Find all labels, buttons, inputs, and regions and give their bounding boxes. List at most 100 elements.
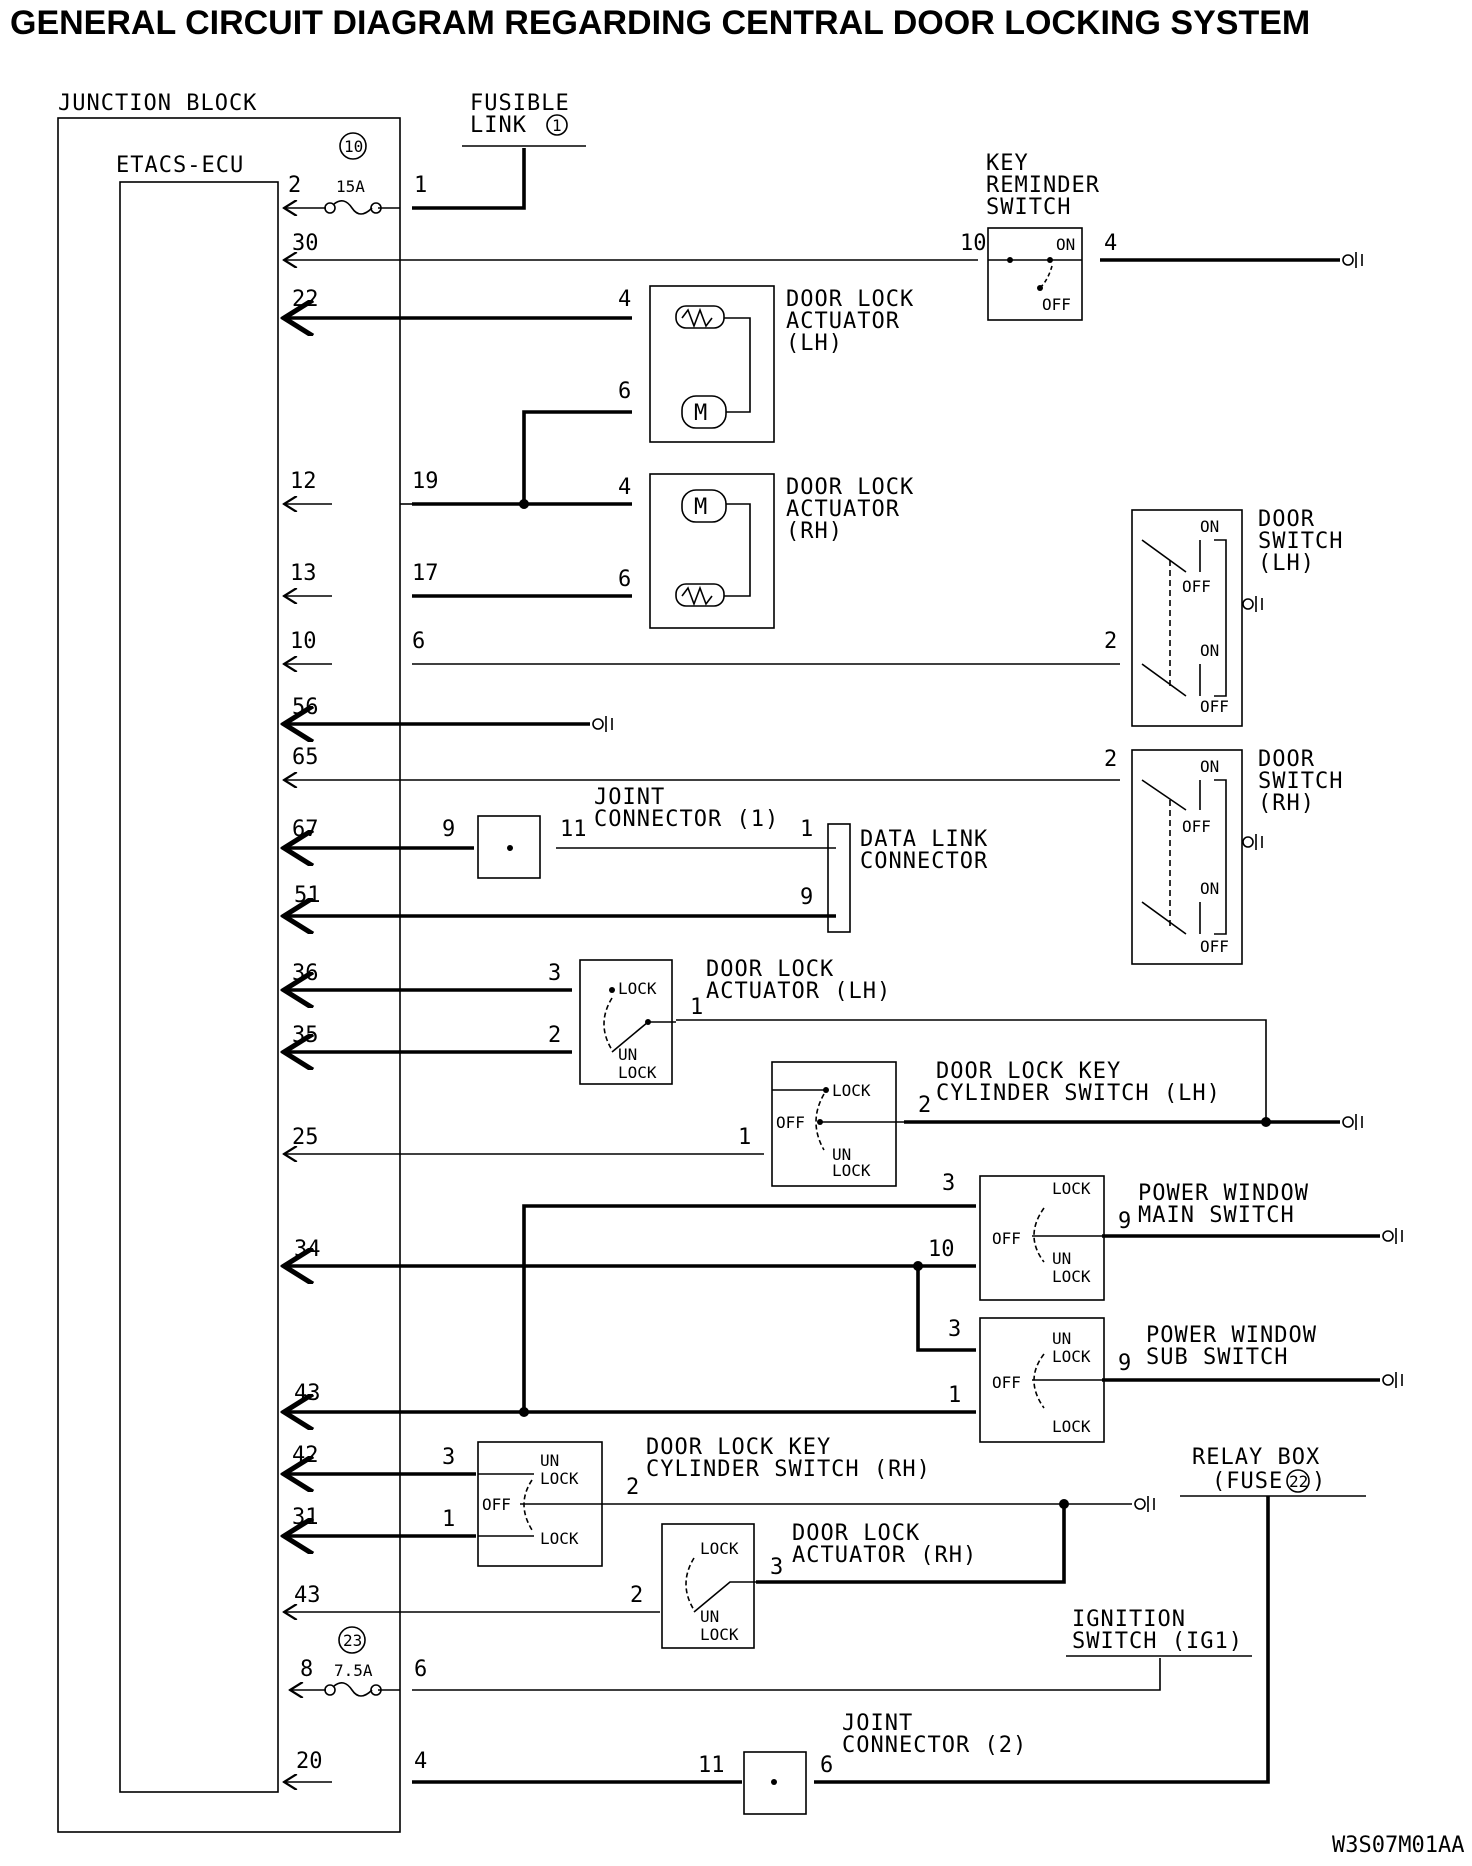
- lock-word: LOCK: [832, 1161, 871, 1180]
- connector-pin-label: 6: [412, 629, 425, 654]
- lock-word: LOCK: [700, 1539, 739, 1558]
- svg-text:6: 6: [820, 1753, 833, 1778]
- fusible-link-line1: FUSIBLE: [470, 91, 570, 116]
- heater-icon: [675, 583, 725, 607]
- power-window-main-line2: MAIN SWITCH: [1138, 1203, 1295, 1228]
- power-window-main-box: [979, 1175, 1105, 1301]
- ecu-pin-label: 13: [290, 561, 317, 586]
- svg-text:1: 1: [800, 817, 813, 842]
- fuse-10-badge: [339, 132, 367, 160]
- un-word: UN: [618, 1045, 637, 1064]
- relay-box: RELAY BOX (FUSE 22 ): [1192, 1445, 1325, 1494]
- door-lock-actuator-lh-motor: M 4 6 DOOR LOCK ACTUATOR (LH): [618, 285, 914, 443]
- door-switch-lh-on: ON: [1200, 641, 1219, 660]
- ecu-pin-label: 25: [292, 1125, 319, 1150]
- actuator-lh-box: [649, 285, 775, 443]
- off-word: OFF: [776, 1113, 805, 1132]
- power-window-sub-box: [979, 1317, 1105, 1443]
- key-reminder-line2: REMINDER: [986, 173, 1100, 198]
- ecu-pin-label: 56: [292, 695, 319, 720]
- data-link-connector-box: [827, 823, 851, 933]
- ground-icon: [1134, 1496, 1155, 1512]
- actuator-lh-line2: ACTUATOR: [786, 309, 900, 334]
- ground-icon: [1382, 1372, 1403, 1388]
- key-cylinder-lh-box: [771, 1061, 897, 1187]
- svg-text:3: 3: [548, 961, 561, 986]
- svg-text:9: 9: [442, 817, 455, 842]
- ignition-switch: IGNITION SWITCH (IG1): [1072, 1607, 1242, 1654]
- ground-icon: [1242, 834, 1263, 850]
- svg-text:2: 2: [1104, 629, 1117, 654]
- actuator-lh-line1: DOOR LOCK: [786, 287, 914, 312]
- fuse-10-rating: 15A: [336, 177, 365, 196]
- figure-code: W3S07M01AA: [1332, 1833, 1464, 1858]
- fuse-22-number: 22: [1289, 1472, 1308, 1491]
- ground-icon: [592, 716, 613, 732]
- key-reminder-off: OFF: [1042, 295, 1071, 314]
- ecu-pin-label: 2: [288, 173, 301, 198]
- power-window-sub-switch: UN LOCK OFF LOCK 3 1 9 POWER WINDOW SUB …: [948, 1317, 1316, 1443]
- fusible-link-badge: [546, 114, 568, 136]
- ecu-pin-label: 35: [292, 1023, 319, 1048]
- fuse-23-rating: 7.5A: [334, 1661, 373, 1680]
- un-word: UN: [832, 1145, 851, 1164]
- joint-connector-1: 9 11 JOINT CONNECTOR (1): [442, 785, 778, 879]
- key-cylinder-rh-line2: CYLINDER SWITCH (RH): [646, 1457, 931, 1482]
- lock-word: LOCK: [1052, 1347, 1091, 1366]
- ecu-pin-label: 65: [292, 745, 319, 770]
- svg-text:3: 3: [948, 1317, 961, 1342]
- off-word: OFF: [992, 1373, 1021, 1392]
- connector-pin-label: 4: [414, 1749, 427, 1774]
- etacs-ecu-box: [119, 181, 279, 1793]
- door-switch-lh-line3: (LH): [1258, 551, 1315, 576]
- actuator-rh-switch-line2: ACTUATOR (RH): [792, 1543, 977, 1568]
- lock-word: LOCK: [618, 979, 657, 998]
- motor-icon: [681, 489, 727, 523]
- lock-word: LOCK: [540, 1529, 579, 1548]
- door-switch-lh-on: ON: [1200, 517, 1219, 536]
- key-reminder-pin: 10: [960, 231, 987, 256]
- lock-word: LOCK: [540, 1469, 579, 1488]
- actuator-rh-line3: (RH): [786, 519, 843, 544]
- ecu-pin-labels: 2 30 22 12 13 10 56 65 67 51 36 35 25 34…: [288, 173, 323, 1774]
- svg-text:M: M: [694, 401, 708, 426]
- power-window-main-line1: POWER WINDOW: [1138, 1181, 1309, 1206]
- svg-text:11: 11: [698, 1753, 725, 1778]
- door-switch-lh: ON OFF ON OFF 2 DOOR SWITCH (LH): [1104, 507, 1343, 727]
- connector-pin-label: 6: [414, 1657, 427, 1682]
- svg-text:2: 2: [918, 1093, 931, 1118]
- actuator-rh-line2: ACTUATOR: [786, 497, 900, 522]
- svg-text:1: 1: [690, 995, 703, 1020]
- ecu-pin-label: 22: [292, 287, 319, 312]
- ecu-pin-label: 8: [300, 1657, 313, 1682]
- key-cylinder-rh: UN LOCK OFF LOCK 3 1 2 DOOR LOCK KEY CYL…: [442, 1435, 931, 1567]
- fusible-link-number: 1: [552, 116, 562, 135]
- fuse-10-number: 10: [344, 137, 363, 156]
- ground-icon: [1342, 1114, 1363, 1130]
- lock-word: LOCK: [618, 1063, 657, 1082]
- fuse-23-number: 23: [343, 1631, 362, 1650]
- ecu-pin-label: 20: [296, 1749, 323, 1774]
- diagram-title: GENERAL CIRCUIT DIAGRAM REGARDING CENTRA…: [10, 4, 1310, 42]
- key-cylinder-lh-line2: CYLINDER SWITCH (LH): [936, 1081, 1221, 1106]
- lock-word: LOCK: [700, 1625, 739, 1644]
- ecu-pin-label: 67: [292, 817, 319, 842]
- door-switch-rh-off: OFF: [1182, 817, 1211, 836]
- door-lock-actuator-rh-switch: LOCK UN LOCK 2 3 DOOR LOCK ACTUATOR (RH): [630, 1521, 977, 1649]
- ecu-pin-label: 10: [290, 629, 317, 654]
- junction-block: JUNCTION BLOCK ETACS-ECU 10 15A 23 7.5A: [57, 91, 401, 1833]
- joint-connector-2-line2: CONNECTOR (2): [842, 1733, 1027, 1758]
- fuse-23-badge: [338, 1626, 366, 1654]
- door-switch-lh-off: OFF: [1200, 697, 1229, 716]
- door-switch-lh-line2: SWITCH: [1258, 529, 1343, 554]
- svg-text:2: 2: [630, 1583, 643, 1608]
- off-word: OFF: [992, 1229, 1021, 1248]
- key-reminder-switch: KEY REMINDER SWITCH ON OFF 10 4: [960, 151, 1117, 321]
- svg-text:1: 1: [442, 1507, 455, 1532]
- ground-icon: [1382, 1228, 1403, 1244]
- connector-pin-labels: 1 19 17 6 6 4: [412, 173, 439, 1774]
- svg-text:11: 11: [560, 817, 587, 842]
- off-word: OFF: [482, 1495, 511, 1514]
- joint-connector-2-line1: JOINT: [842, 1711, 913, 1736]
- key-cylinder-rh-line1: DOOR LOCK KEY: [646, 1435, 831, 1460]
